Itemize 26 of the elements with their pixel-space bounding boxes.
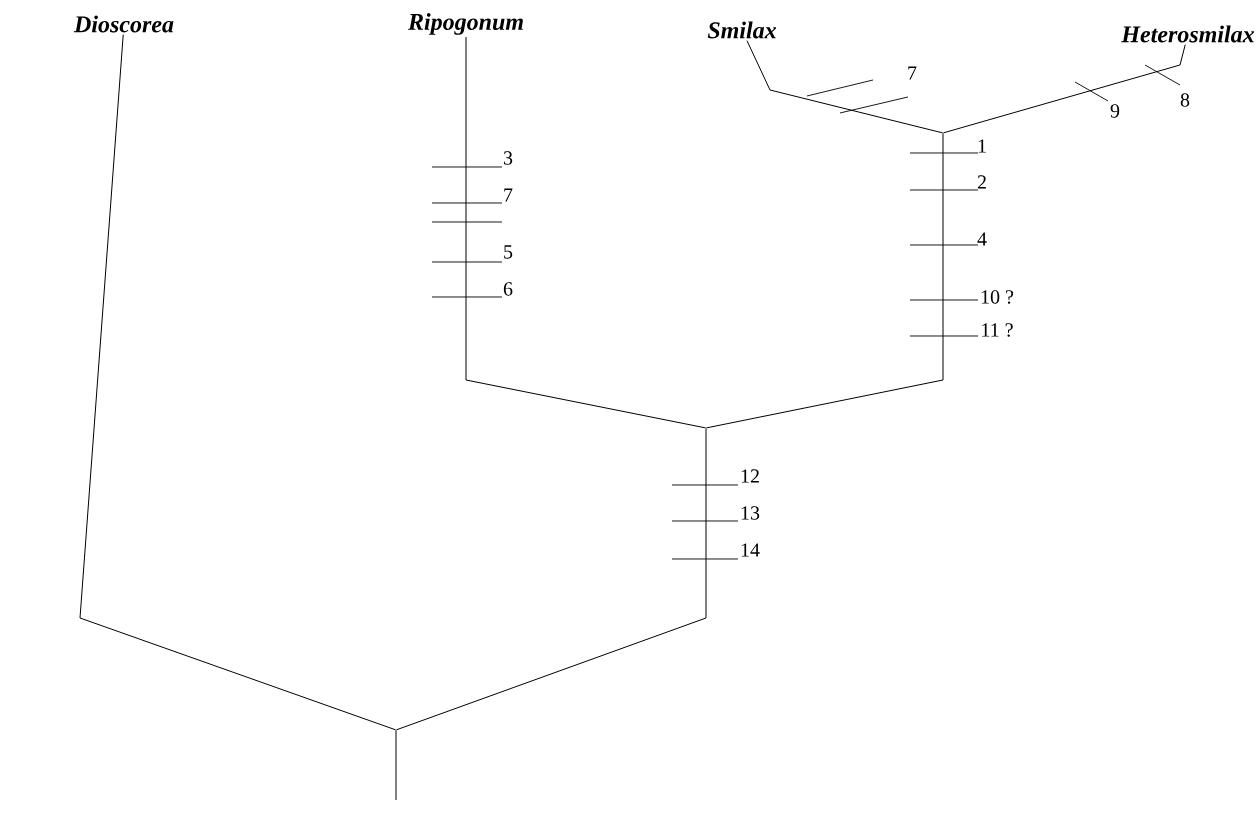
taxon-name: Smilax	[707, 21, 777, 39]
branch-line	[943, 44, 1186, 134]
character-number: 11 ?	[982, 323, 1013, 337]
taxon-name: Heterosmilax	[1121, 25, 1255, 43]
character-number: 1	[978, 139, 986, 153]
branch-line	[395, 730, 397, 801]
character-number: 2	[977, 175, 986, 189]
character-number: 4	[977, 232, 987, 246]
character-number: 8	[1180, 93, 1190, 107]
branch-line	[79, 34, 396, 731]
character-number: 6	[503, 282, 513, 296]
character-number: 12	[741, 469, 759, 483]
character-number: 9	[1110, 104, 1120, 118]
taxon-name: Dioscorea	[73, 15, 174, 33]
character-number: 10 ?	[981, 290, 1014, 304]
character-number: 5	[504, 245, 513, 259]
branch-line	[465, 36, 706, 429]
character-number: 7	[908, 66, 917, 80]
branch-line	[706, 133, 944, 429]
character-number: 7	[504, 188, 513, 202]
character-number: 3	[503, 151, 513, 165]
character-number: 14	[741, 543, 760, 557]
taxon-name: Ripogonum	[407, 13, 523, 35]
branch-line	[746, 40, 943, 134]
branch-line	[396, 428, 707, 731]
character-number: 13	[741, 506, 760, 520]
